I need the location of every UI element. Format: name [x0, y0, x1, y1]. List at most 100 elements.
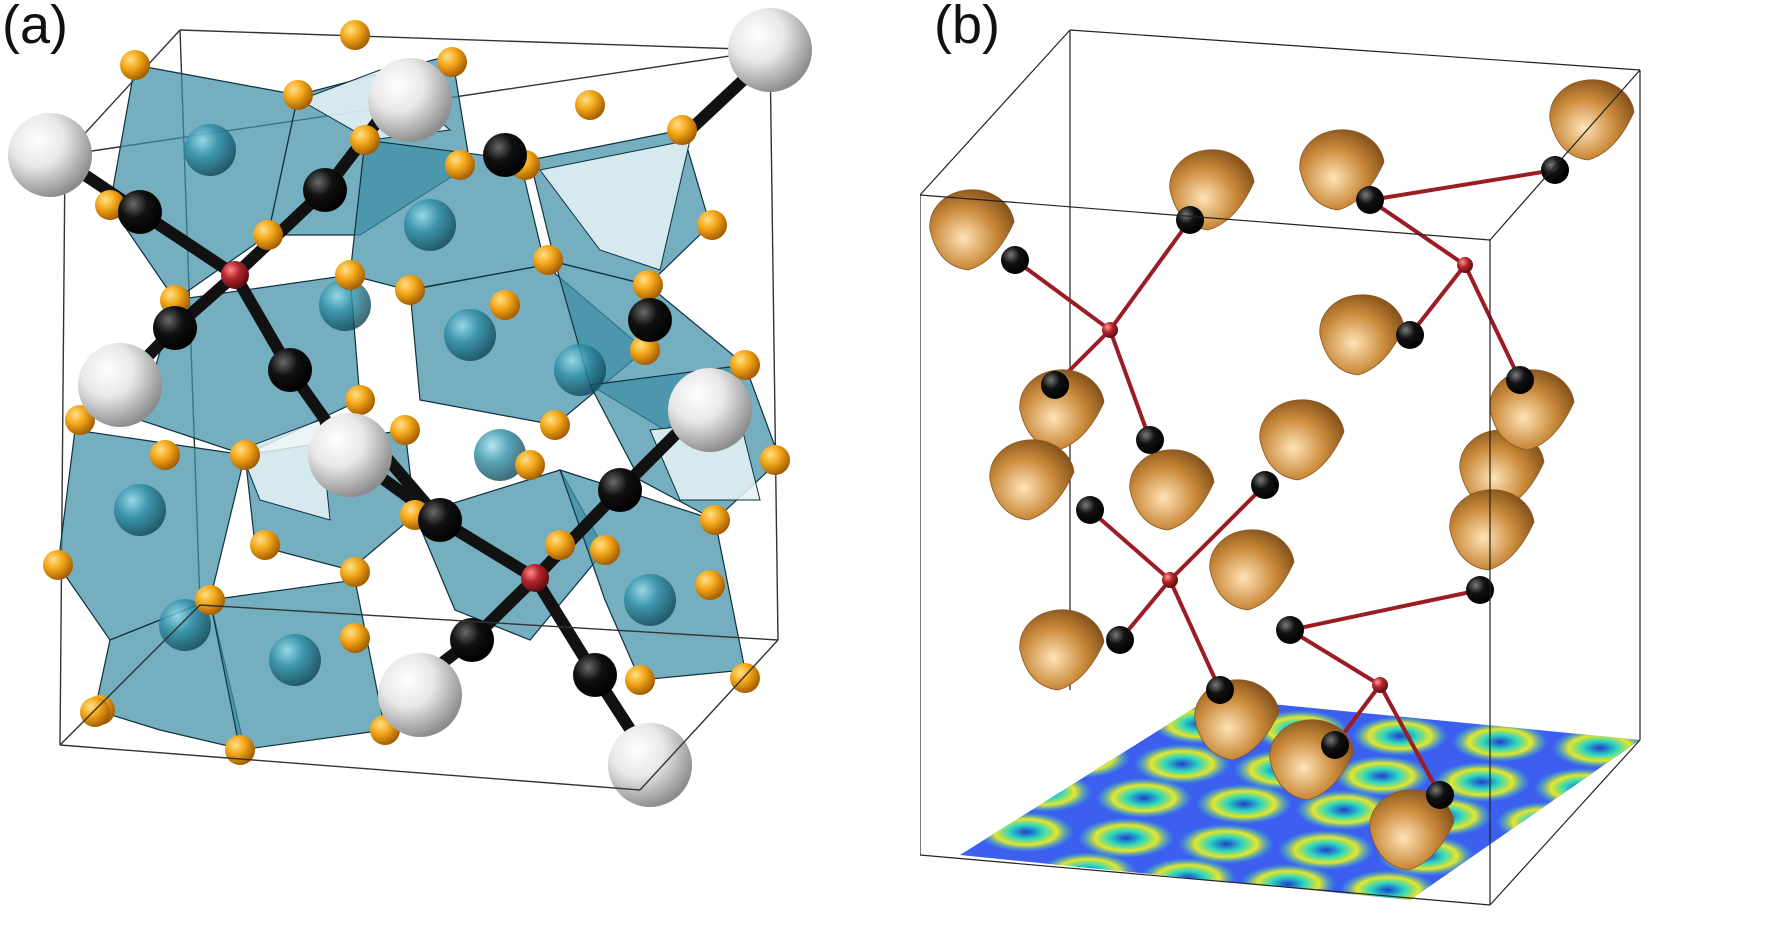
cell-box-edge — [920, 29, 1071, 196]
ligand-atom — [1466, 576, 1494, 604]
isosurface-lobe — [1209, 529, 1295, 611]
ligand-atom — [1176, 206, 1204, 234]
large-atom — [368, 58, 452, 142]
metal-center-atom — [319, 279, 371, 331]
metal-center-atom — [159, 599, 211, 651]
tetrahedron — [539, 139, 691, 271]
density-ring — [978, 812, 1074, 852]
ligand-atom — [1001, 246, 1029, 274]
large-atom — [78, 343, 162, 427]
isosurface-lobe — [1319, 294, 1405, 376]
ligand-atom — [1251, 471, 1279, 499]
ligand-atom — [1541, 156, 1569, 184]
ligand-atom — [1041, 371, 1069, 399]
metal-center-atom — [554, 344, 606, 396]
panel-a-crystal-structure: (a) — [2, 0, 812, 807]
isosurface-lobe — [1259, 399, 1345, 481]
density-ring — [1078, 818, 1174, 858]
isosurface-lobe — [1019, 609, 1105, 691]
density-ring — [1134, 744, 1230, 784]
isosurface-lobe — [1369, 789, 1455, 871]
density-ring — [1096, 778, 1192, 818]
unit-cell-edge — [59, 744, 641, 791]
density-ring — [960, 698, 1048, 732]
vertex-atom — [283, 80, 313, 110]
vertex-atom — [540, 410, 570, 440]
bridging-atom — [153, 306, 197, 350]
panel-label-b: (b) — [934, 0, 1000, 55]
vertex-atom — [345, 385, 375, 415]
bridging-atom — [418, 498, 462, 542]
metal-center-atom — [404, 199, 456, 251]
metal-center-atom — [184, 124, 236, 176]
ligand-atom — [1136, 426, 1164, 454]
bond-line — [1013, 218, 1192, 333]
vertex-atom — [225, 735, 255, 765]
vertex-atom — [340, 20, 370, 50]
density-ring — [996, 772, 1092, 812]
bridging-atom — [118, 190, 162, 234]
vertex-atom — [760, 445, 790, 475]
density-ring — [1034, 738, 1130, 778]
density-ring — [1296, 790, 1392, 830]
density-ring — [1352, 716, 1448, 756]
vertex-atom — [515, 450, 545, 480]
core-atom — [521, 564, 549, 592]
bridging-atom — [450, 618, 494, 662]
vertex-atom — [43, 550, 73, 580]
ligand-atom — [1206, 676, 1234, 704]
vertex-atom — [120, 50, 150, 80]
vertex-atom — [253, 220, 283, 250]
density-ring — [1340, 870, 1436, 900]
unit-cell-edge — [769, 49, 779, 641]
core-atom — [1162, 572, 1178, 588]
vertex-atom — [335, 260, 365, 290]
ligand-atom — [1396, 321, 1424, 349]
vertex-atom — [230, 440, 260, 470]
vertex-atom — [695, 570, 725, 600]
ligand-atom — [1276, 616, 1304, 644]
density-ring — [1640, 888, 1736, 928]
crystal-structure-render — [8, 8, 812, 807]
vertex-atom — [633, 270, 663, 300]
bond-line — [1053, 326, 1152, 442]
large-atom — [8, 113, 92, 197]
core-atom — [1372, 677, 1388, 693]
bridging-atom — [268, 348, 312, 392]
large-atom — [728, 8, 812, 92]
vertex-atom — [390, 415, 420, 445]
vertex-atom — [625, 665, 655, 695]
vertex-atom — [80, 697, 110, 727]
vertex-atom — [195, 585, 225, 615]
isosurface-lobe — [929, 189, 1015, 271]
metal-center-atom — [269, 634, 321, 686]
density-ring — [1596, 808, 1640, 848]
metal-center-atom — [474, 429, 526, 481]
vertex-atom — [65, 405, 95, 435]
large-atom — [608, 723, 692, 807]
bond-line — [1364, 168, 1557, 267]
vertex-atom — [445, 150, 475, 180]
panel-label-a: (a) — [2, 0, 68, 55]
vertex-atom — [250, 530, 280, 560]
density-ring — [1552, 728, 1640, 768]
bridging-atom — [573, 653, 617, 697]
density-ring — [1434, 762, 1530, 802]
structure-group — [8, 8, 812, 807]
unit-cell-edge — [179, 29, 771, 51]
cell-box-edge — [920, 854, 1491, 906]
vertex-atom — [590, 535, 620, 565]
ligand-atom — [1076, 496, 1104, 524]
vertex-atom — [630, 335, 660, 365]
metal-center-atom — [624, 574, 676, 626]
cell-box-edge — [1489, 69, 1641, 241]
vertex-atom — [490, 290, 520, 320]
isosurface-lobe — [1129, 449, 1215, 531]
vertex-atom — [700, 505, 730, 535]
density-ring — [1278, 830, 1374, 870]
vertex-atom — [730, 350, 760, 380]
vertex-atom — [150, 440, 180, 470]
density-ring — [1478, 842, 1574, 882]
density-ring — [1452, 722, 1548, 762]
vertex-atom — [533, 245, 563, 275]
